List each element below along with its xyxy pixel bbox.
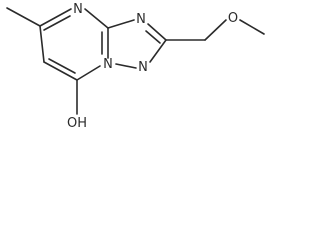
bond-n4-c3a	[84, 8, 109, 29]
atom-n1: N	[138, 60, 148, 75]
atom-oxygen: O	[228, 11, 238, 26]
bond-n3-c2-double	[145, 30, 161, 44]
bond-n1-n8a	[115, 63, 137, 69]
molecule-structure: N N N N O OH	[6, 2, 265, 131]
atom-hydroxyl: OH	[67, 116, 87, 131]
bond-c3a-n3	[107, 19, 135, 29]
atom-n3: N	[136, 12, 146, 27]
bond-c7-c6	[43, 61, 78, 81]
bond-c2-n1	[149, 39, 167, 63]
bond-c5-n4	[39, 8, 72, 27]
bond-c6-c5	[39, 25, 45, 63]
bond-n3-c2	[147, 23, 167, 41]
bond-c7-c6-double	[48, 58, 76, 74]
bond-o-ch3	[239, 19, 265, 35]
bond-c5-n4-double	[43, 15, 71, 31]
bond-n8a-c7	[76, 65, 101, 81]
bond-ch2-o	[204, 19, 227, 41]
bond-methyl	[6, 7, 41, 27]
atom-n8a: N	[103, 57, 113, 72]
bonds	[6, 7, 265, 115]
atom-labels: N N N N O OH	[67, 2, 238, 131]
atom-n4: N	[73, 2, 83, 17]
